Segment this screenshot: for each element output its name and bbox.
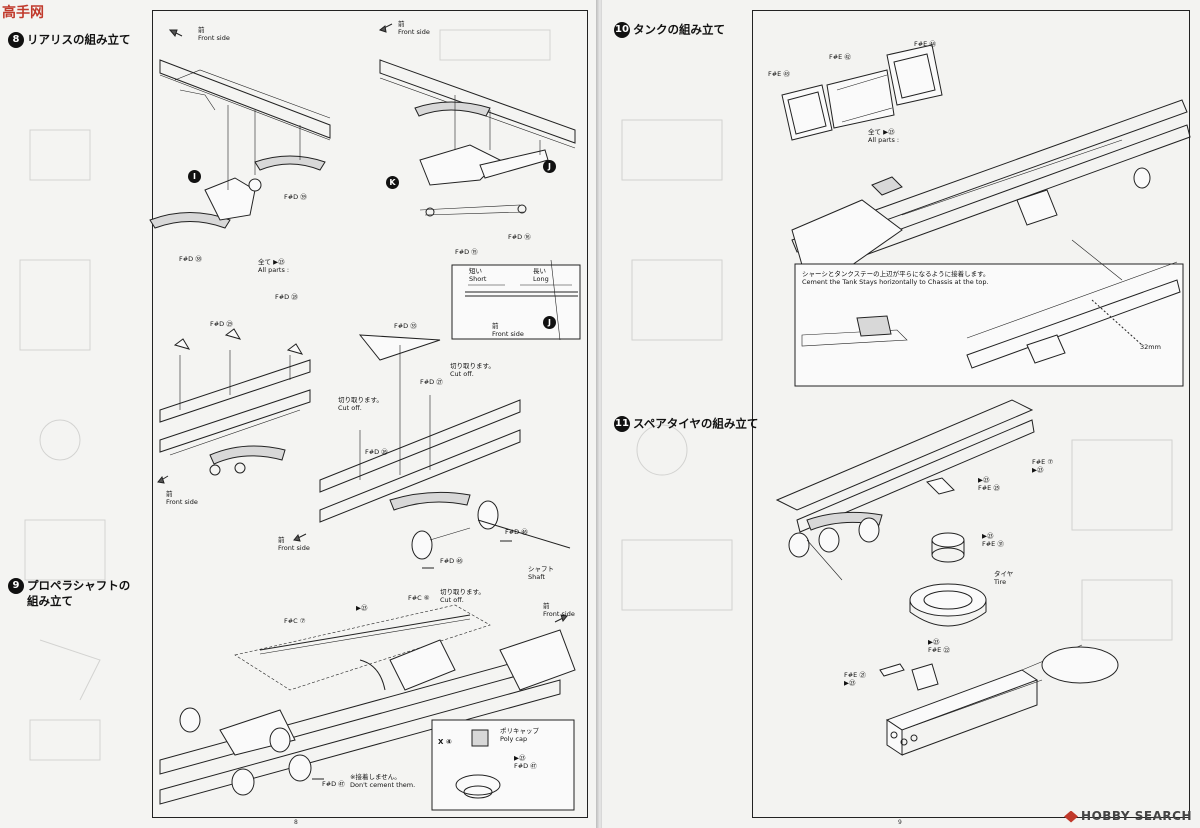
label-part-e21: F#E ㉑▶㉓ bbox=[844, 671, 866, 687]
label-cut-off-2: 切り取ります。Cut off. bbox=[450, 362, 495, 378]
label-part-d29: F#D ㉙ bbox=[210, 320, 233, 328]
label-part-d15: F#D ⑮ bbox=[455, 248, 478, 256]
step10-title-text: タンクの組み立て bbox=[633, 22, 725, 37]
label-cut-off-1: 切り取ります。Cut off. bbox=[338, 396, 383, 412]
label-part-c6: F#C ⑥ bbox=[408, 594, 430, 602]
page-number-right: 9 bbox=[898, 819, 902, 826]
callout-j: J bbox=[543, 160, 556, 173]
label-part-d38: F#D ㊳ bbox=[179, 255, 202, 263]
label-inset-mark: X ④ bbox=[438, 738, 452, 746]
label-part-d16: F#D ⑯ bbox=[508, 233, 531, 241]
label-part-d47b: F#D ㊼ bbox=[322, 780, 345, 788]
callout-j-inset: J bbox=[543, 316, 556, 329]
step9-number: 9 bbox=[8, 578, 24, 594]
step8-title-text: リアリスの組み立て bbox=[27, 32, 131, 47]
label-part-d46b: F#D ㊻ bbox=[440, 557, 463, 565]
label-part-p23: ▶㉓ bbox=[356, 604, 368, 612]
step11-number: 11 bbox=[614, 416, 630, 432]
step9-title-line1: プロペラシャフトの bbox=[27, 578, 131, 593]
callout-i: I bbox=[188, 170, 201, 183]
step10-number: 10 bbox=[614, 22, 630, 38]
show-through-ghost-right bbox=[621, 119, 1173, 641]
hobby-search-logo-icon bbox=[1064, 810, 1079, 823]
label-tank-note: シャーシとタンクステーの上辺が平らになるように接着します。Cement the … bbox=[802, 270, 990, 286]
label-part-d26: F#D ㉖ bbox=[365, 448, 388, 456]
page-number-left: 8 bbox=[294, 819, 298, 826]
hobby-search-watermark: HOBBY SEARCH bbox=[1064, 809, 1192, 823]
callout-k: K bbox=[386, 176, 399, 189]
label-part-e7: F#E ⑦▶㉓ bbox=[1032, 458, 1054, 474]
right-instruction-frame bbox=[752, 10, 1190, 818]
label-cut-off-s9: 切り取ります。Cut off. bbox=[440, 588, 485, 604]
site-logo-top-left: 高手网 bbox=[2, 5, 44, 21]
label-part-c7: F#C ⑦ bbox=[284, 617, 306, 625]
step9-title-line2: 組み立て bbox=[27, 594, 73, 608]
label-part-d28: F#D ㉘ bbox=[275, 293, 298, 301]
show-through-ghost bbox=[19, 29, 551, 761]
label-part-e44: F#E ㊹ bbox=[914, 40, 936, 48]
book-gutter bbox=[596, 0, 604, 828]
label-part-e42: F#E ㊷ bbox=[829, 53, 851, 61]
step8-number: 8 bbox=[8, 32, 24, 48]
left-page-line-art bbox=[149, 23, 581, 811]
label-part-d46a: F#D ㊻ bbox=[505, 528, 528, 536]
right-page-line-art bbox=[775, 44, 1191, 756]
label-part-e43: F#E ㊸ bbox=[768, 70, 790, 78]
label-part-d39: F#D ㊴ bbox=[284, 193, 307, 201]
label-no-cement: ※接着しません。Don't cement them. bbox=[350, 773, 416, 789]
label-dim-32mm: 32mm bbox=[1140, 343, 1161, 351]
label-part-d27: F#D ㉗ bbox=[420, 378, 443, 386]
step11-title-text: スペアタイヤの組み立て bbox=[633, 416, 759, 431]
left-column-divider bbox=[152, 10, 153, 816]
label-part-d33: F#D ㉝ bbox=[394, 322, 417, 330]
